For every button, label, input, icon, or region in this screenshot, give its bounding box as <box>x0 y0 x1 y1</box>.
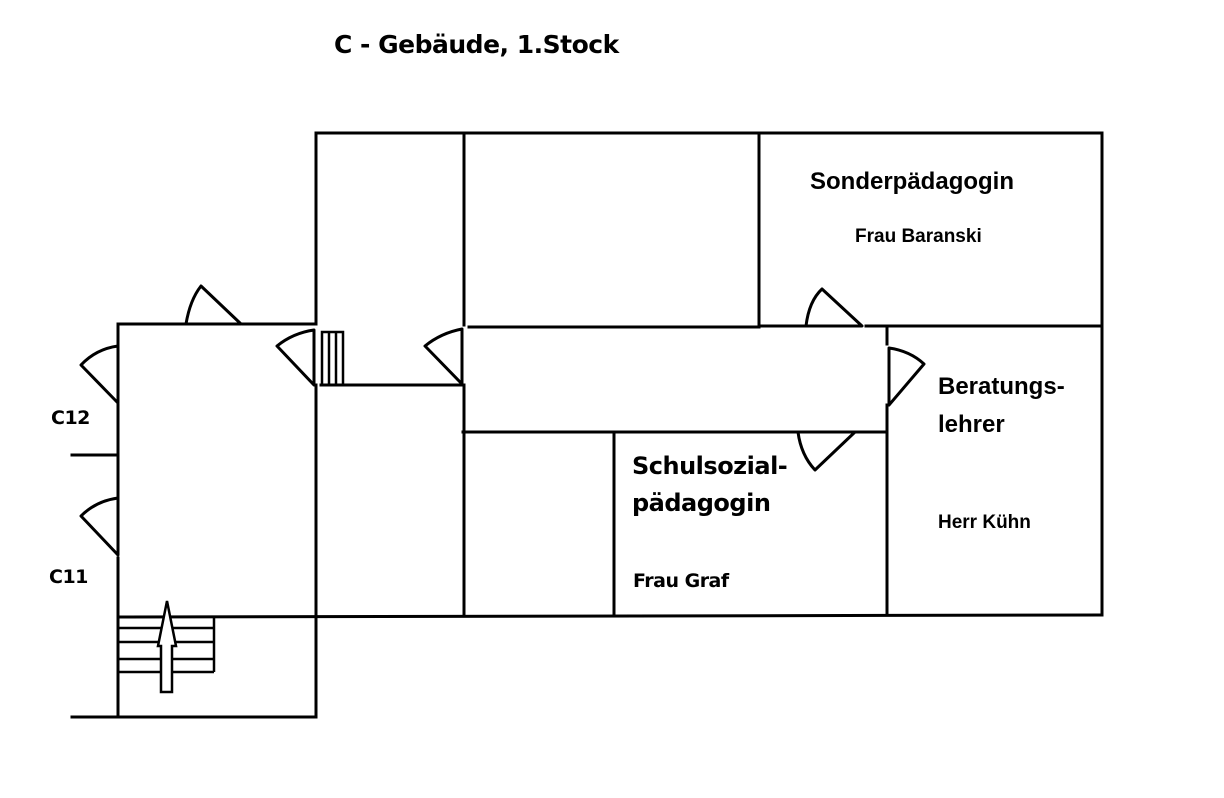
room-person-beratung: Herr Kühn <box>938 512 1031 533</box>
classroom-label-c12: C12 <box>51 407 90 429</box>
room-role-beratung-line2: lehrer <box>938 411 1005 438</box>
small-stairs-icon <box>320 330 345 387</box>
page-title: C - Gebäude, 1.Stock <box>334 30 619 59</box>
wall <box>116 613 1104 619</box>
room-role-schulsozial-line2: pädagogin <box>632 489 771 517</box>
room-person-schulsozial: Frau Graf <box>633 570 729 592</box>
walls <box>70 131 1104 719</box>
room-role-beratung-line1: Beratungs- <box>938 373 1065 400</box>
door-icon[interactable] <box>79 344 120 405</box>
door-icon[interactable] <box>796 430 857 472</box>
room-person-sonder: Frau Baranski <box>855 226 982 247</box>
door-icon[interactable] <box>184 284 243 326</box>
door-icon[interactable] <box>79 496 120 557</box>
room-role-schulsozial-line1: Schulsozial- <box>632 452 788 480</box>
staircase-icon[interactable] <box>118 600 216 694</box>
classroom-label-c11: C11 <box>49 566 88 588</box>
room-role-sonder: Sonderpädagogin <box>810 168 1014 195</box>
door-icon[interactable] <box>275 328 316 387</box>
door-icon[interactable] <box>423 327 464 386</box>
up-arrow-icon <box>156 600 178 694</box>
door-icon[interactable] <box>804 287 864 328</box>
door-icon[interactable] <box>887 346 926 407</box>
doors <box>79 284 926 557</box>
